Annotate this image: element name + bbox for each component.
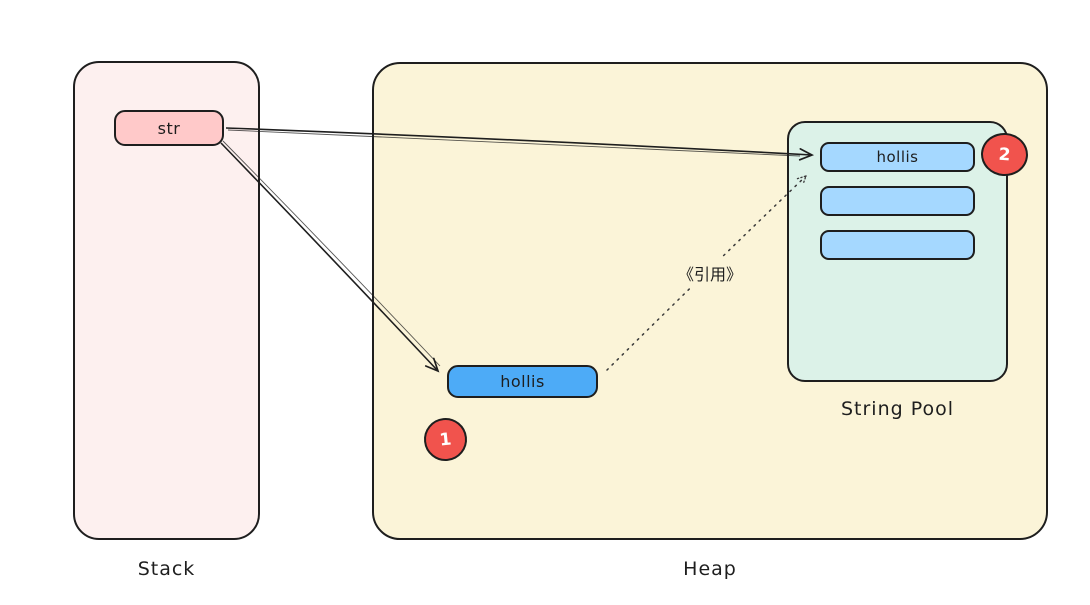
step-badge-2-label: 2 bbox=[997, 144, 1012, 165]
stack-caption: Stack bbox=[137, 558, 196, 580]
stack-variable-label: str bbox=[157, 118, 181, 138]
reference-arrow-label: 《引用》 bbox=[668, 258, 752, 288]
heap-caption: Heap bbox=[683, 558, 737, 580]
step-badge-1-label: 1 bbox=[438, 428, 453, 451]
heap-object-label: hollis bbox=[500, 372, 545, 391]
heap-object-box: hollis bbox=[447, 365, 598, 398]
string-pool-row-label: hollis bbox=[876, 148, 919, 166]
string-pool-caption: String Pool bbox=[840, 398, 955, 420]
string-pool-row-hollis: hollis bbox=[820, 142, 975, 172]
stack-variable-box: str bbox=[114, 110, 224, 146]
string-pool-row-empty-2 bbox=[820, 230, 975, 260]
string-pool-row-empty-1 bbox=[820, 186, 975, 216]
